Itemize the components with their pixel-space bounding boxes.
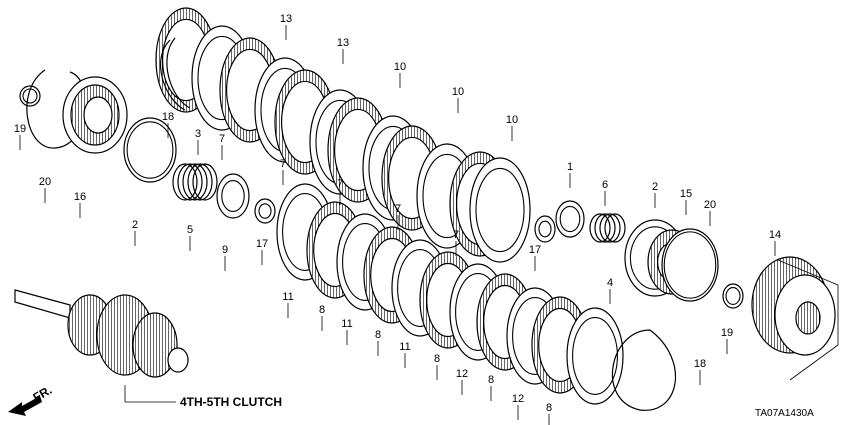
callout-number: 8 — [375, 329, 381, 341]
o-ring-19-right — [722, 283, 744, 309]
callout-number: 2 — [132, 219, 138, 231]
callout-number: 10 — [452, 86, 464, 98]
callout-number: 18 — [162, 111, 174, 123]
snap-17-left — [254, 198, 276, 224]
assembly-label: 4TH-5TH CLUTCH — [180, 395, 282, 409]
callout-number: 3 — [195, 128, 201, 140]
callout-number: 20 — [704, 199, 716, 211]
seal-2-left — [123, 117, 177, 183]
callout-number: 2 — [652, 181, 658, 193]
callout-number: 10 — [506, 114, 518, 126]
drawing-code: TA07A1430A — [755, 408, 814, 419]
callout-number: 11 — [399, 341, 410, 353]
lower-plate — [566, 307, 624, 405]
callout-number: 20 — [39, 176, 51, 188]
ring-1 — [555, 200, 585, 238]
callout-number: 1 — [567, 161, 573, 173]
callout-number: 8 — [546, 402, 552, 414]
callout-number: 19 — [14, 123, 26, 135]
callout-number: 15 — [680, 188, 692, 200]
callout-number: 7 — [453, 229, 459, 241]
leader-lines — [19, 25, 776, 425]
o-ring-20-right — [661, 228, 719, 302]
callout-number: 7 — [219, 133, 225, 145]
callout-number: 7 — [280, 158, 286, 170]
return-spring-5 — [172, 163, 218, 201]
callout-number: 13 — [280, 13, 292, 25]
callout-number: 5 — [187, 224, 193, 236]
callout-number: 11 — [282, 291, 293, 303]
callout-number: 7 — [337, 178, 343, 190]
callout-number: 17 — [529, 244, 541, 256]
callout-number: 6 — [602, 179, 608, 191]
callout-number: 16 — [74, 191, 86, 203]
snap-ring — [160, 37, 191, 111]
callout-number: 8 — [319, 304, 325, 316]
callout-number: 8 — [488, 374, 494, 386]
callout-number: 19 — [721, 327, 733, 339]
callout-number: 18 — [694, 358, 706, 370]
front-arrow-icon: FR. — [8, 383, 54, 416]
clutch-drum-14 — [751, 256, 839, 381]
o-ring-19-left — [19, 85, 41, 107]
retainer-9 — [216, 173, 250, 219]
upper-plate — [469, 157, 531, 263]
callout-number: 7 — [395, 203, 401, 215]
callout-number: 4 — [607, 277, 613, 289]
piston-16 — [62, 76, 128, 154]
snap-ring — [611, 329, 676, 411]
callout-number: 10 — [394, 61, 406, 73]
callout-number: 12 — [512, 393, 524, 405]
callout-number: 12 — [456, 368, 468, 380]
callout-number: 9 — [222, 244, 228, 256]
callout-number: 13 — [337, 37, 349, 49]
callout-number: 8 — [434, 353, 440, 365]
mainshaft-assembly — [14, 289, 189, 378]
callout-number: 17 — [256, 238, 268, 250]
callout-number: 14 — [769, 229, 781, 241]
callout-number: 11 — [341, 318, 352, 330]
return-spring-6 — [589, 213, 626, 243]
snap-17-right — [534, 215, 556, 243]
parts-drawing — [14, 7, 839, 411]
